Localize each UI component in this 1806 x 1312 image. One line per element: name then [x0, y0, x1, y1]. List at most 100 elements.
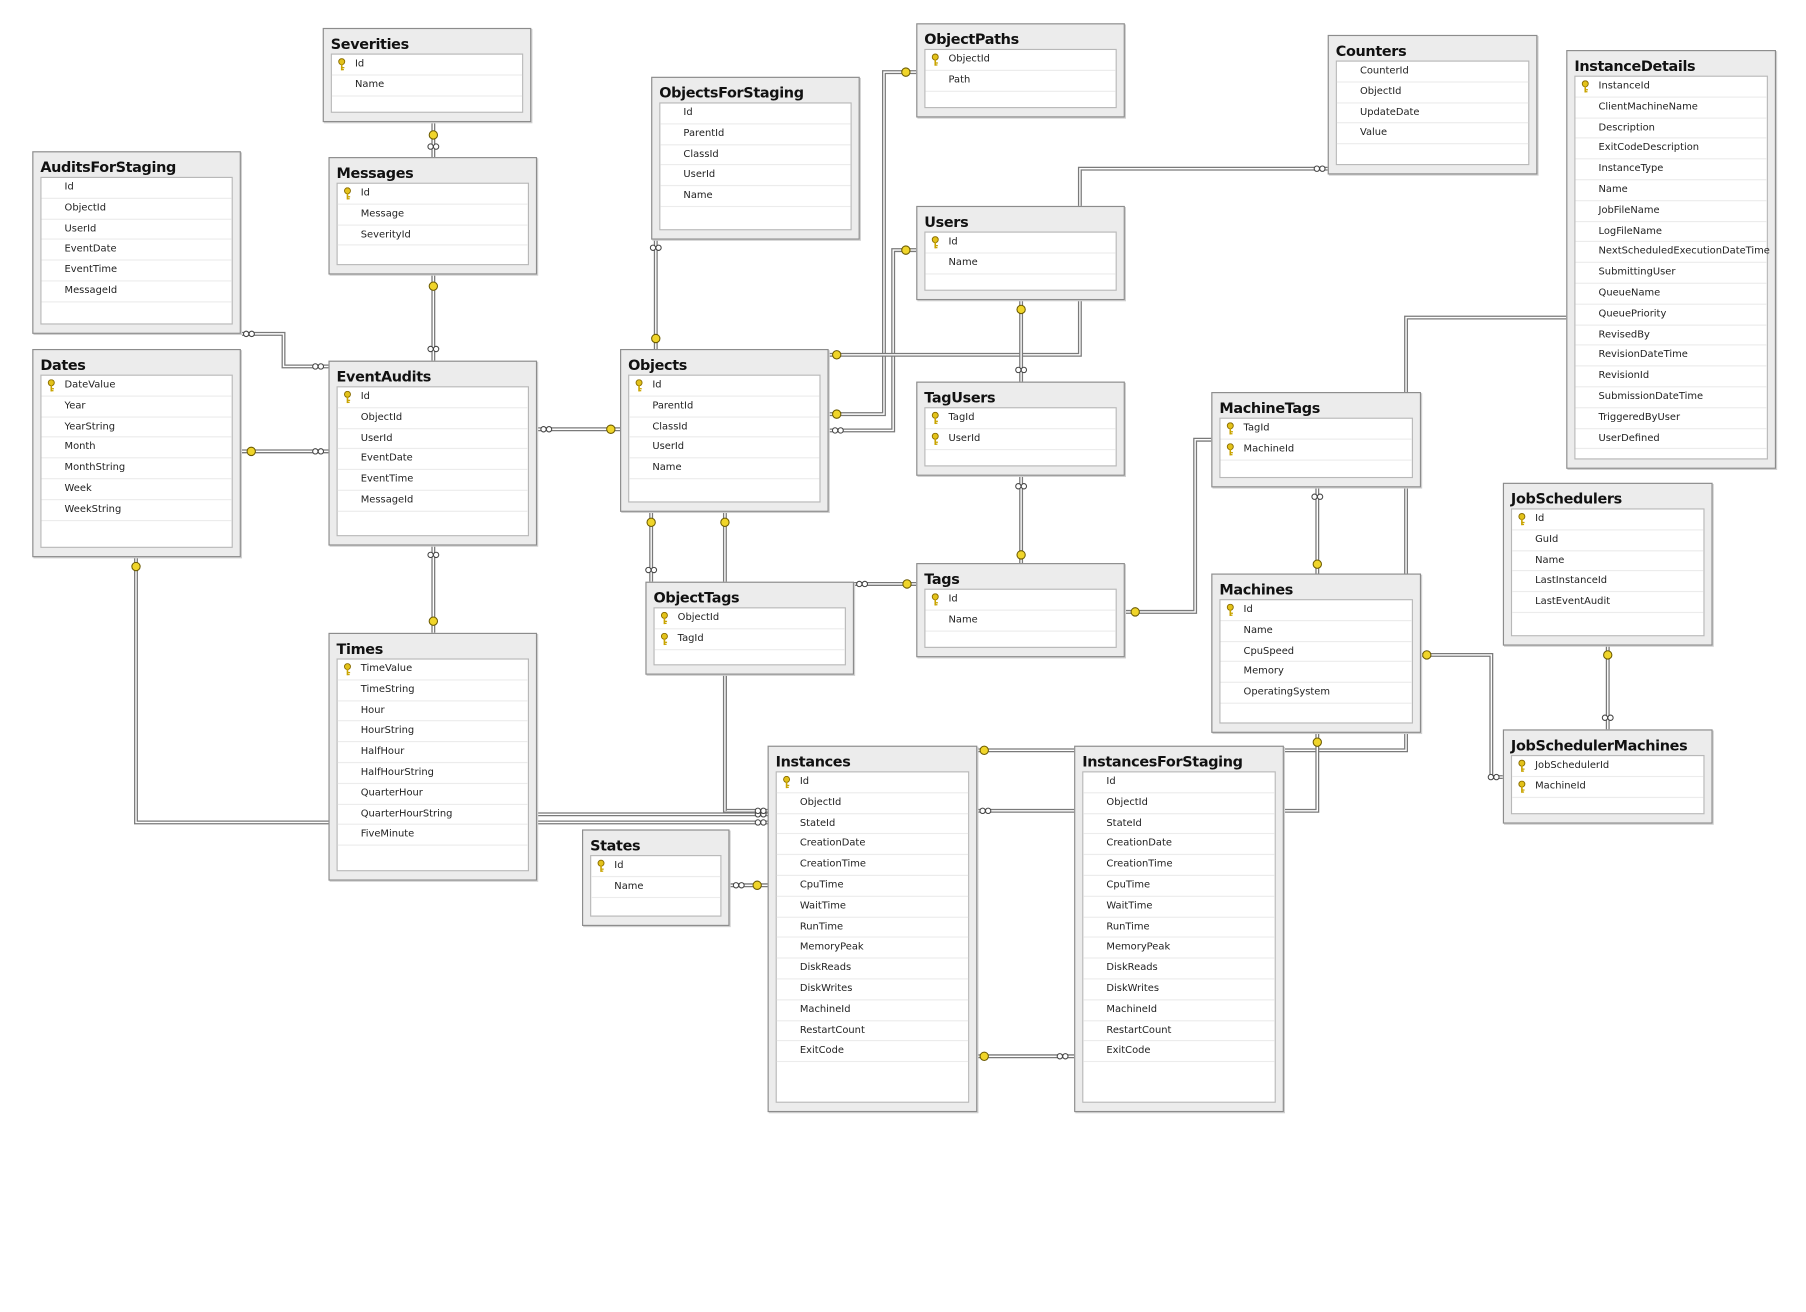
table-title[interactable]: Dates: [40, 355, 86, 374]
column-row[interactable]: OperatingSystem: [1220, 683, 1412, 704]
column-row[interactable]: TimeString: [337, 680, 528, 701]
relationship-line[interactable]: [1421, 652, 1503, 780]
column-row[interactable]: MessageId: [337, 491, 528, 512]
column-row[interactable]: LastEventAudit: [1512, 592, 1704, 614]
column-row[interactable]: Id: [337, 184, 528, 205]
column-row[interactable]: WaitTime: [1083, 897, 1275, 918]
column-row[interactable]: QueueName: [1575, 284, 1767, 305]
column-row[interactable]: DiskWrites: [1083, 979, 1275, 1001]
column-row[interactable]: UserId: [337, 429, 528, 450]
column-row[interactable]: QuarterHour: [337, 784, 528, 805]
table-title[interactable]: ObjectTags: [653, 588, 740, 607]
column-row[interactable]: ObjectId: [654, 608, 845, 630]
column-row[interactable]: ObjectId: [925, 50, 1116, 71]
table-title[interactable]: ObjectPaths: [924, 30, 1019, 48]
table-title[interactable]: Users: [924, 212, 969, 231]
column-row[interactable]: RevisionId: [1575, 367, 1767, 388]
column-row[interactable]: RunTime: [1083, 917, 1275, 939]
column-row[interactable]: Name: [660, 186, 851, 208]
column-row[interactable]: Id: [925, 590, 1116, 611]
column-row[interactable]: Hour: [337, 701, 528, 722]
column-row[interactable]: MachineId: [776, 1000, 969, 1021]
column-row[interactable]: MonthString: [41, 459, 232, 480]
column-row[interactable]: Id: [925, 233, 1116, 254]
relationship-line[interactable]: [242, 331, 329, 369]
table-title[interactable]: AuditsForStaging: [40, 158, 176, 176]
table-title[interactable]: TagUsers: [924, 388, 996, 406]
column-row[interactable]: Name: [629, 459, 820, 480]
column-row[interactable]: DiskWrites: [776, 979, 969, 1001]
column-row[interactable]: RestartCount: [776, 1021, 969, 1042]
column-row[interactable]: HalfHourString: [337, 763, 528, 784]
column-row[interactable]: EventTime: [41, 261, 232, 282]
column-row[interactable]: EventDate: [337, 449, 528, 471]
column-row[interactable]: Name: [925, 610, 1116, 632]
column-row[interactable]: HalfHour: [337, 742, 528, 764]
table-title[interactable]: ObjectsForStaging: [659, 83, 804, 102]
column-row[interactable]: Name: [1512, 551, 1704, 572]
column-row[interactable]: DiskReads: [1083, 959, 1275, 980]
relationship-line[interactable]: [1124, 437, 1212, 614]
column-row[interactable]: UserId: [660, 166, 851, 187]
column-row[interactable]: ObjectId: [41, 199, 232, 220]
column-row[interactable]: YearString: [41, 417, 232, 438]
table-title[interactable]: InstancesForStaging: [1082, 752, 1243, 771]
column-row[interactable]: Value: [1336, 124, 1529, 145]
column-row[interactable]: CreationDate: [776, 835, 969, 856]
column-row[interactable]: LastInstanceId: [1512, 572, 1704, 593]
column-row[interactable]: UserId: [925, 429, 1116, 450]
column-row[interactable]: SubmittingUser: [1575, 263, 1767, 284]
column-row[interactable]: MachineId: [1220, 439, 1412, 461]
column-row[interactable]: ExitCodeDescription: [1575, 139, 1767, 160]
column-row[interactable]: Id: [776, 772, 969, 794]
column-row[interactable]: Id: [337, 387, 528, 409]
column-row[interactable]: Memory: [1220, 662, 1412, 684]
column-row[interactable]: StateId: [776, 814, 969, 835]
column-row[interactable]: Month: [41, 438, 232, 459]
column-row[interactable]: Description: [1575, 118, 1767, 139]
column-row[interactable]: CreationTime: [1083, 855, 1275, 876]
column-row[interactable]: MessageId: [41, 282, 232, 303]
column-row[interactable]: Name: [1575, 180, 1767, 201]
table-title[interactable]: Counters: [1335, 41, 1407, 60]
column-row[interactable]: ObjectId: [1083, 793, 1275, 814]
column-row[interactable]: InstanceId: [1575, 77, 1767, 98]
column-row[interactable]: WeekString: [41, 500, 232, 521]
column-row[interactable]: TagId: [1220, 419, 1412, 440]
column-row[interactable]: TriggeredByUser: [1575, 408, 1767, 429]
column-row[interactable]: ClientMachineName: [1575, 97, 1767, 119]
column-row[interactable]: CreationTime: [776, 855, 969, 876]
column-row[interactable]: EventTime: [337, 470, 528, 491]
column-row[interactable]: TagId: [654, 629, 845, 650]
column-row[interactable]: QuarterHourString: [337, 805, 528, 826]
column-row[interactable]: ExitCode: [776, 1042, 969, 1063]
table-title[interactable]: JobSchedulers: [1510, 489, 1622, 508]
column-row[interactable]: CpuSpeed: [1220, 642, 1412, 663]
column-row[interactable]: CreationDate: [1083, 835, 1275, 856]
column-row[interactable]: MemoryPeak: [1083, 938, 1275, 959]
column-row[interactable]: RestartCount: [1083, 1021, 1275, 1042]
column-row[interactable]: MachineId: [1512, 777, 1704, 798]
column-row[interactable]: DateValue: [41, 376, 232, 397]
column-row[interactable]: NextScheduledExecutionDateTime: [1575, 242, 1770, 264]
column-row[interactable]: Name: [1220, 621, 1412, 642]
column-row[interactable]: TagId: [925, 408, 1116, 430]
table-title[interactable]: Tags: [924, 570, 960, 588]
column-row[interactable]: UserDefined: [1575, 429, 1767, 450]
column-row[interactable]: MachineId: [1083, 1000, 1275, 1021]
column-row[interactable]: ClassId: [660, 145, 851, 166]
column-row[interactable]: DiskReads: [776, 959, 969, 980]
table-title[interactable]: Times: [336, 639, 384, 658]
